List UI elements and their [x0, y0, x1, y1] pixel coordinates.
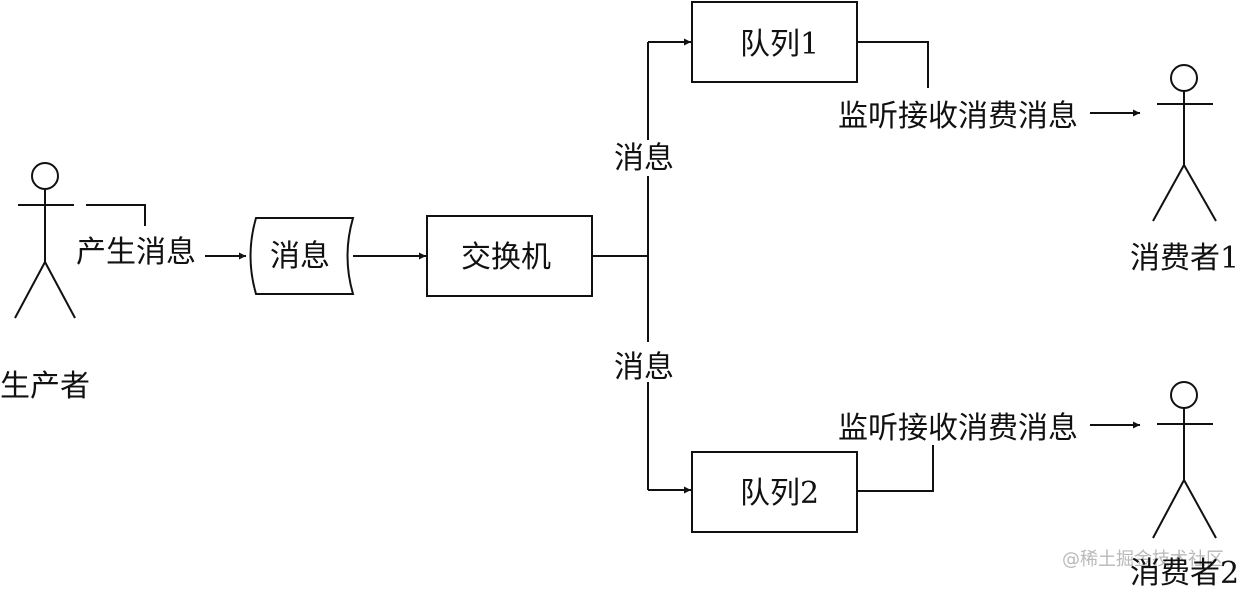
producer-action-label: 产生消息: [76, 235, 196, 270]
queue-2-box: [691, 451, 858, 533]
watermark-text: @稀土掘金技术社区: [1062, 549, 1224, 570]
consumer-2-label: 消费者2: [1130, 556, 1239, 589]
route-1-listen-label: 监听接收消费消息: [838, 99, 1078, 134]
consumer-2-figure: [1152, 381, 1217, 539]
route-1-edge-label: 消息: [614, 141, 674, 176]
producer-leader-line: [86, 204, 146, 226]
message-store-shape: [249, 217, 355, 295]
queue-2-label: 队列2: [740, 476, 819, 511]
producer-figure: [14, 162, 76, 319]
queue-1-box: [691, 1, 858, 83]
message-store-label: 消息: [270, 239, 330, 274]
queue-2-leader-line: [857, 445, 934, 492]
consumer-1-label: 消费者1: [1130, 241, 1239, 276]
consumer-1-figure: [1152, 64, 1217, 222]
exchange-label: 交换机: [461, 240, 551, 275]
queue-1-label: 队列1: [740, 27, 819, 62]
route-2-listen-label: 监听接收消费消息: [838, 411, 1078, 446]
queue-1-leader-line: [857, 41, 929, 88]
route-2-edge-label: 消息: [614, 350, 674, 385]
producer-label: 生产者: [0, 369, 90, 404]
